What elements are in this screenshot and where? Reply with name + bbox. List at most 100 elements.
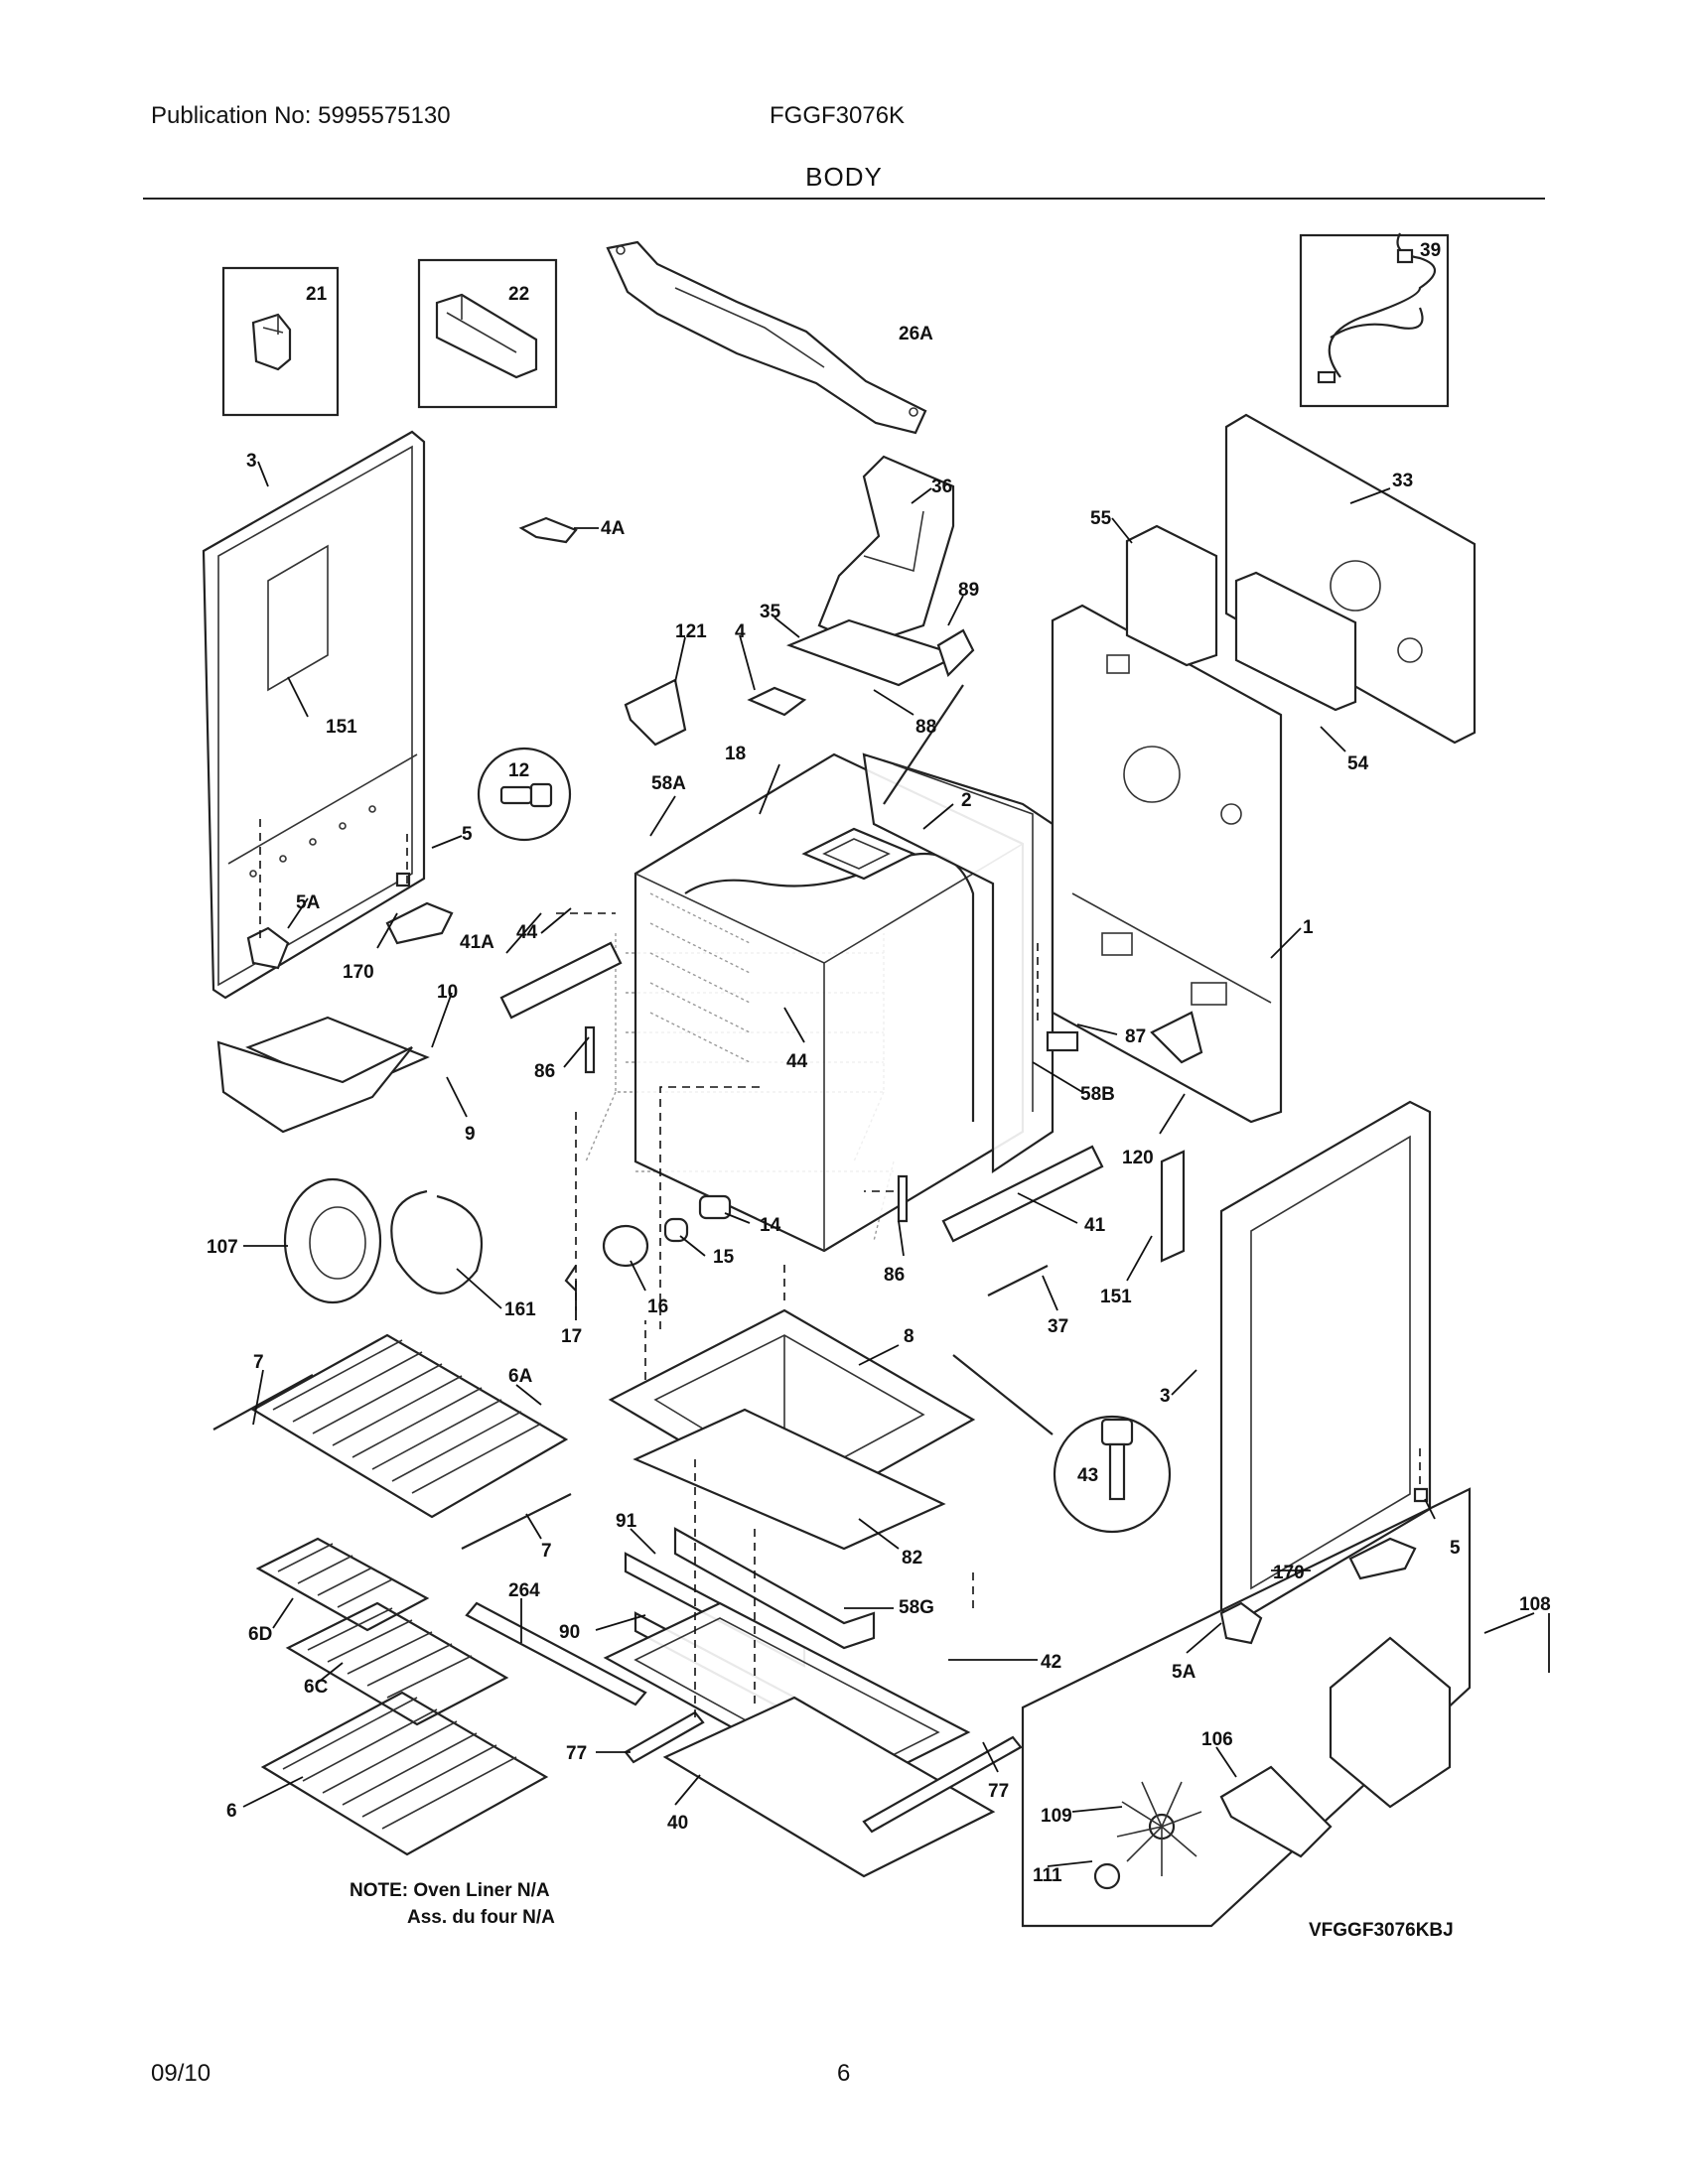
callout-39: 39 bbox=[1420, 240, 1441, 261]
callout-86-left: 86 bbox=[534, 1061, 555, 1082]
callout-89: 89 bbox=[958, 580, 979, 601]
part-54-panel bbox=[1234, 571, 1357, 712]
part-6c-rack bbox=[285, 1601, 509, 1726]
callout-161: 161 bbox=[504, 1299, 536, 1320]
callout-151-right: 151 bbox=[1100, 1287, 1132, 1307]
callout-55: 55 bbox=[1090, 508, 1112, 529]
part-5a-hinge-left bbox=[246, 926, 290, 970]
callout-77-right: 77 bbox=[988, 1781, 1009, 1802]
part-7-rack-guide-top bbox=[212, 1374, 314, 1431]
part-37-wire bbox=[987, 1265, 1049, 1297]
callout-82: 82 bbox=[902, 1548, 922, 1569]
part-170-hinge-right bbox=[1348, 1537, 1417, 1580]
part-33-back-cover bbox=[1224, 413, 1477, 745]
callout-5a-right: 5A bbox=[1172, 1662, 1196, 1683]
callout-5a-left: 5A bbox=[296, 892, 321, 913]
part-12-magnified bbox=[477, 747, 572, 842]
callout-91: 91 bbox=[616, 1511, 637, 1532]
callout-41: 41 bbox=[1084, 1215, 1106, 1236]
callout-58g: 58G bbox=[899, 1597, 934, 1618]
callout-151-left: 151 bbox=[326, 717, 357, 738]
callout-88: 88 bbox=[915, 717, 936, 738]
callout-58a: 58A bbox=[651, 773, 686, 794]
callout-26a: 26A bbox=[899, 324, 933, 344]
callout-6a: 6A bbox=[508, 1366, 533, 1387]
callout-7-top: 7 bbox=[253, 1352, 264, 1373]
part-161-heating-element bbox=[390, 1189, 484, 1295]
callout-22: 22 bbox=[508, 284, 529, 305]
callout-3-right: 3 bbox=[1160, 1386, 1171, 1407]
part-106-bracket bbox=[1219, 1765, 1333, 1858]
callout-120: 120 bbox=[1122, 1148, 1154, 1168]
note-line-2: Ass. du four N/A bbox=[407, 1907, 555, 1928]
part-5a-hinge-right bbox=[1219, 1601, 1263, 1645]
callout-4a: 4A bbox=[601, 518, 626, 539]
part-4-clip bbox=[747, 686, 807, 717]
callout-106: 106 bbox=[1201, 1729, 1233, 1750]
callout-16: 16 bbox=[647, 1297, 668, 1317]
callout-7-bottom: 7 bbox=[541, 1541, 552, 1562]
part-87-connector bbox=[1046, 1030, 1079, 1052]
part-108-motor bbox=[1329, 1636, 1452, 1809]
callout-107: 107 bbox=[207, 1237, 238, 1258]
callout-41a: 41A bbox=[460, 932, 494, 953]
part-21-box bbox=[221, 266, 340, 417]
callout-109: 109 bbox=[1041, 1806, 1072, 1827]
part-109-fan-blade bbox=[1116, 1781, 1202, 1876]
callout-77-left: 77 bbox=[566, 1743, 587, 1764]
callout-44-mid: 44 bbox=[786, 1051, 808, 1072]
part-6-rack bbox=[260, 1691, 549, 1856]
callout-58b: 58B bbox=[1080, 1084, 1115, 1105]
callout-33: 33 bbox=[1392, 471, 1413, 491]
callout-6c: 6C bbox=[304, 1677, 329, 1698]
callout-9: 9 bbox=[465, 1124, 476, 1145]
callout-121: 121 bbox=[675, 621, 707, 642]
part-121-bracket bbox=[624, 678, 687, 747]
part-16-lamp-cover bbox=[602, 1224, 649, 1268]
part-43-magnified bbox=[1053, 1415, 1172, 1534]
part-77-slide-left bbox=[624, 1710, 705, 1764]
callout-37: 37 bbox=[1048, 1316, 1068, 1337]
diagram-code: VFGGF3076KBJ bbox=[1309, 1920, 1454, 1941]
callout-14: 14 bbox=[760, 1215, 781, 1236]
part-111-nut bbox=[1093, 1862, 1121, 1890]
callout-44-top: 44 bbox=[516, 922, 538, 943]
callout-87: 87 bbox=[1125, 1026, 1146, 1047]
callout-170-right: 170 bbox=[1273, 1563, 1305, 1583]
part-151-bracket-right bbox=[1160, 1150, 1186, 1263]
part-7-rack-guide-bottom bbox=[461, 1493, 572, 1550]
callout-5-left: 5 bbox=[462, 824, 473, 845]
part-107-fan-cover bbox=[283, 1177, 382, 1304]
part-3-left-side-panel bbox=[202, 430, 426, 1000]
callout-54: 54 bbox=[1347, 753, 1369, 774]
part-41a-bracket bbox=[499, 941, 623, 1020]
part-6d-rack bbox=[255, 1537, 430, 1632]
callout-6d: 6D bbox=[248, 1624, 272, 1645]
page-number: 6 bbox=[837, 2060, 851, 2087]
convection-fan-box bbox=[1021, 1487, 1472, 1928]
callout-86-right: 86 bbox=[884, 1265, 905, 1286]
callout-36: 36 bbox=[931, 477, 952, 497]
part-5-screw bbox=[395, 872, 411, 887]
callout-90: 90 bbox=[559, 1622, 580, 1643]
part-17-clip bbox=[564, 1265, 577, 1292]
callout-4: 4 bbox=[735, 621, 746, 642]
part-40-drawer-bottom bbox=[662, 1696, 996, 1878]
oven-cavity-assembly bbox=[585, 684, 1055, 1253]
part-26a-bracket bbox=[606, 240, 927, 435]
callout-264: 264 bbox=[508, 1580, 540, 1601]
callout-40: 40 bbox=[667, 1813, 688, 1834]
callout-43: 43 bbox=[1077, 1465, 1098, 1486]
part-15-bulb bbox=[663, 1217, 689, 1243]
callout-170-left: 170 bbox=[343, 962, 374, 983]
part-22-box bbox=[417, 258, 558, 409]
callout-12: 12 bbox=[508, 760, 529, 781]
callout-10: 10 bbox=[437, 982, 458, 1003]
part-55-heat-shield bbox=[1125, 524, 1218, 667]
header-rule bbox=[143, 198, 1545, 200]
part-14-lamp-socket bbox=[698, 1194, 732, 1220]
callout-108: 108 bbox=[1519, 1594, 1551, 1615]
part-89-bracket bbox=[936, 628, 975, 678]
callout-3-left: 3 bbox=[246, 451, 257, 472]
part-35-gasket bbox=[785, 618, 961, 687]
